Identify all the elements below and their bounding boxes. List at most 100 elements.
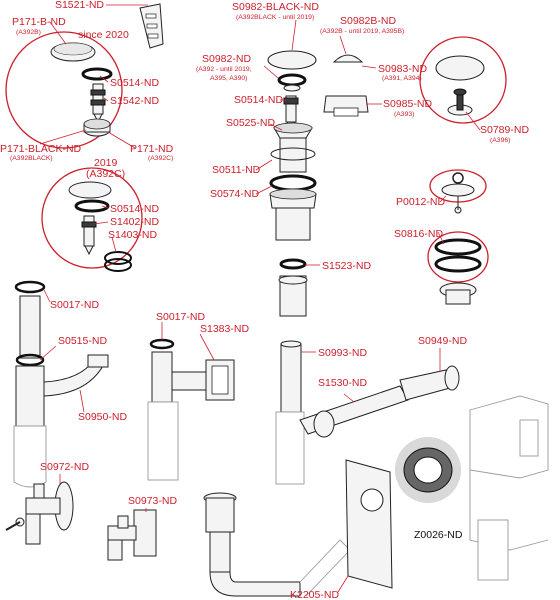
label-s0985: S0985-ND	[383, 98, 432, 110]
leader-s0574	[255, 185, 273, 195]
nut-base	[83, 118, 111, 137]
siphon-s0950	[13, 295, 109, 488]
siphon-s1383	[147, 351, 235, 481]
drain-s0525	[273, 122, 313, 139]
label-s0514-c: S0514-ND	[234, 94, 283, 106]
ring-s1523	[279, 258, 307, 270]
label-a392c: (A392C)	[86, 168, 125, 180]
label-s0982-sub1: (A392 - until 2019,	[196, 66, 252, 73]
label-s0950: S0950-ND	[78, 411, 127, 423]
leader-s1402	[93, 221, 109, 225]
label-s0982b-sub: (A392B - until 2019, A395B)	[320, 28, 404, 35]
leader-p171	[107, 131, 136, 149]
nut-drain	[269, 188, 317, 241]
label-p171black-sub: (A392BLACK)	[10, 155, 53, 162]
label-s0949: S0949-ND	[418, 335, 467, 347]
leader-s0982black	[291, 19, 297, 51]
leader-s0983	[361, 65, 377, 69]
label-s1402: S1402-ND	[110, 216, 159, 228]
label-z0026: Z0026-ND	[414, 529, 463, 541]
label-s0982-black: S0982-BLACK-ND	[232, 1, 319, 13]
label-s0985-sub: (A393)	[394, 111, 414, 118]
pipe-s0949	[399, 365, 460, 401]
label-s0017-a: S0017-ND	[50, 299, 99, 311]
label-s0973: S0973-ND	[128, 495, 177, 507]
leader-s0982	[263, 65, 279, 79]
label-s0982-sub2: A395, A390)	[210, 75, 247, 82]
label-s0982b: S0982B-ND	[340, 15, 396, 27]
label-since-2020: since 2020	[78, 29, 129, 41]
label-k2205: K2205-ND	[290, 589, 339, 600]
label-s0515: S0515-ND	[58, 335, 107, 347]
label-s0816: S0816-ND	[394, 228, 443, 240]
label-p171-sub: (A392C)	[148, 155, 173, 162]
label-s0993: S0993-ND	[318, 347, 367, 359]
ring-s0574	[269, 174, 317, 192]
ring-s0017-a	[14, 280, 46, 294]
label-s1403: S1403-ND	[108, 229, 157, 241]
ring-s0514-b	[74, 199, 110, 213]
ring-s0514-a	[81, 67, 113, 81]
label-s0983: S0983-ND	[378, 63, 427, 75]
drain-body-s0511	[270, 137, 316, 173]
cap-s0789	[435, 55, 485, 116]
leader-s0789	[465, 111, 481, 131]
label-p171b-sub: (A392B)	[16, 29, 41, 36]
label-s0982: S0982-ND	[202, 53, 251, 65]
leader-p0012	[439, 195, 447, 203]
leader-s1542	[103, 97, 109, 102]
group-circle-s0789	[419, 36, 507, 124]
label-s1383: S1383-ND	[200, 323, 249, 335]
ring-s0017-b	[149, 338, 175, 350]
leader-s0514a	[99, 75, 109, 83]
leader-k2205	[337, 575, 349, 593]
leader-s0982b	[339, 35, 347, 55]
leader-s0816	[437, 231, 445, 245]
label-p0012: P0012-ND	[396, 196, 445, 208]
plug-p0012	[441, 172, 475, 214]
label-s0511: S0511-ND	[212, 164, 261, 176]
label-s0574: S0574-ND	[210, 188, 259, 200]
label-s1530: S1530-ND	[318, 377, 367, 389]
valve-s0972	[5, 481, 74, 545]
rings-s1403	[104, 251, 132, 272]
leader-p171b	[49, 21, 67, 45]
leader-s1383	[199, 333, 215, 361]
label-s0514-b: S0514-ND	[110, 203, 159, 215]
label-s0789-sub: (A396)	[490, 137, 510, 144]
strainer-s0816	[434, 238, 482, 305]
label-p171black: P171-BLACK-ND	[0, 143, 82, 155]
cap-s0985	[323, 95, 369, 117]
leader-p171black	[39, 129, 87, 145]
pop-up-s1542	[90, 83, 106, 124]
cap-s0983	[332, 54, 364, 63]
cap-s0982	[267, 50, 317, 92]
leader-s0514b	[101, 205, 109, 209]
wall-siphon-ghost	[469, 395, 549, 581]
leader-s1530	[343, 393, 355, 403]
cap-p171	[50, 42, 96, 62]
pipe-s1530	[299, 385, 409, 438]
label-s0789: S0789-ND	[480, 124, 529, 136]
label-s0017-b: S0017-ND	[156, 311, 205, 323]
label-s0972: S0972-ND	[40, 461, 89, 473]
bracket-s1521	[139, 3, 164, 49]
tube-upper	[278, 275, 308, 317]
label-s0525: S0525-ND	[226, 117, 275, 129]
group-circle-s0816	[427, 231, 489, 283]
kit-k2205	[203, 459, 393, 597]
tube-s0993	[280, 340, 302, 413]
label-s0514-a: S0514-ND	[110, 77, 159, 89]
leader-s1403	[111, 236, 117, 253]
leader-s0525	[269, 123, 283, 131]
group-circle-2019	[41, 167, 143, 269]
group-circle-since-2020	[5, 31, 123, 149]
label-p171b: P171-B-ND	[12, 16, 66, 28]
cap-2019	[68, 181, 112, 199]
pop-up-s1402	[81, 215, 97, 256]
ghost-body-s0993	[275, 411, 305, 485]
gasket-z0026	[395, 437, 461, 503]
leader-s0511	[255, 159, 273, 171]
